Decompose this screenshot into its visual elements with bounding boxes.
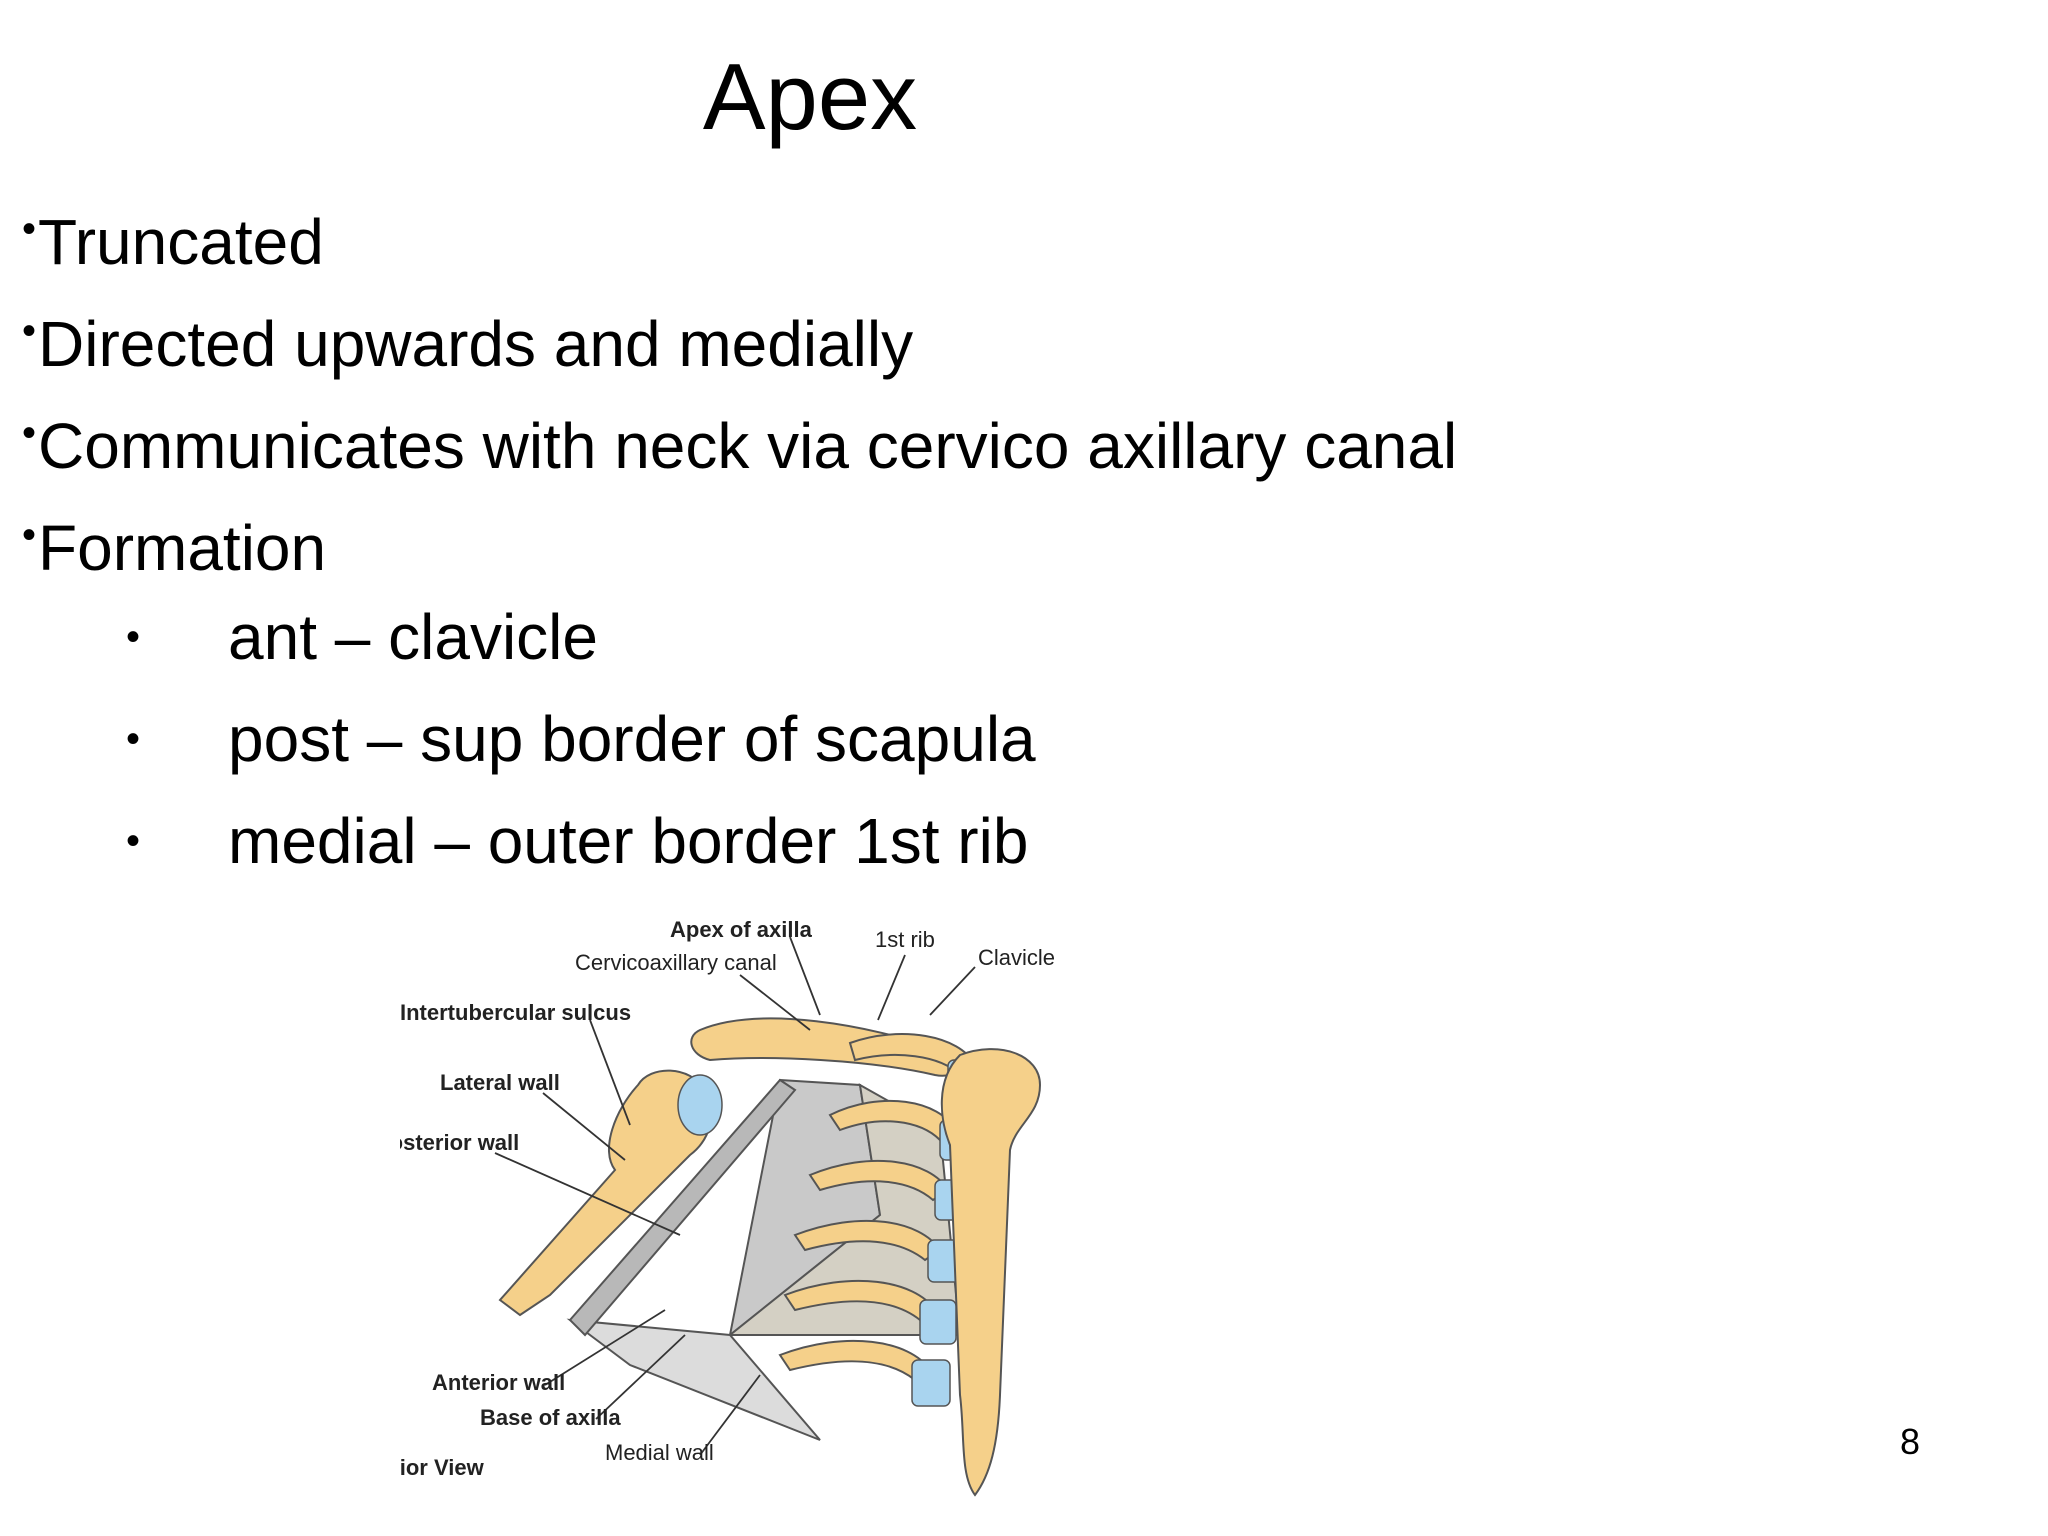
bullet-list: •Truncated •Directed upwards and mediall… bbox=[22, 178, 1457, 892]
leader-line bbox=[589, 1019, 631, 1126]
label-medial-wall: Medial wall bbox=[605, 1440, 714, 1465]
leader-line bbox=[739, 974, 811, 1031]
leader-line bbox=[542, 1092, 626, 1161]
label-base-of-axilla: Base of axilla bbox=[480, 1405, 621, 1430]
sub-bullet-text: post – sup border of scapula bbox=[228, 703, 1036, 775]
leader-line bbox=[595, 1334, 686, 1420]
costal-cartilage bbox=[919, 1299, 957, 1345]
figure-caption: B. Anterior View bbox=[400, 1455, 485, 1480]
bullet-item: •Communicates with neck via cervico axil… bbox=[22, 382, 1457, 484]
label-anterior-wall: Anterior wall bbox=[432, 1370, 565, 1395]
label-apex-of-axilla: Apex of axilla bbox=[670, 917, 813, 942]
bullet-text: Communicates with neck via cervico axill… bbox=[38, 410, 1458, 482]
leader-line bbox=[929, 966, 976, 1016]
anterior-wall-shape bbox=[568, 1078, 797, 1337]
base-of-axilla-shape bbox=[566, 1318, 821, 1441]
bullet-marker: • bbox=[22, 207, 37, 251]
sternum-bone bbox=[940, 1048, 1042, 1497]
bullet-marker: • bbox=[22, 513, 37, 557]
sub-bullet-marker: • bbox=[126, 717, 141, 761]
axilla-anatomy-figure: Apex of axilla 1st rib Clavicle Cervicoa… bbox=[400, 917, 1055, 1497]
bullet-item: •Formation bbox=[22, 484, 1457, 586]
sub-bullet-marker: • bbox=[126, 615, 141, 659]
humerus-bone bbox=[498, 1069, 713, 1317]
leader-line bbox=[789, 936, 821, 1016]
bullet-marker: • bbox=[22, 309, 37, 353]
page-number: 8 bbox=[1900, 1421, 1921, 1462]
label-posterior-wall: Posterior wall bbox=[400, 1130, 519, 1155]
rib bbox=[778, 1339, 932, 1382]
sub-bullet-item: • post – sup border of scapula bbox=[22, 688, 1457, 790]
label-intertubercular-sulcus: Intertubercular sulcus bbox=[400, 1000, 631, 1025]
sub-bullet-item: • medial – outer border 1st rib bbox=[22, 790, 1457, 892]
clavicle-bone bbox=[690, 1017, 958, 1077]
bullet-text: Formation bbox=[38, 512, 327, 584]
label-cervicoaxillary-canal: Cervicoaxillary canal bbox=[575, 950, 777, 975]
leader-line bbox=[699, 1374, 761, 1456]
bullet-text: Truncated bbox=[38, 206, 324, 278]
label-first-rib: 1st rib bbox=[875, 927, 935, 952]
leader-line bbox=[494, 1152, 681, 1236]
bullet-text: Directed upwards and medially bbox=[38, 308, 914, 380]
bullet-marker: • bbox=[22, 411, 37, 455]
label-lateral-wall: Lateral wall bbox=[440, 1070, 560, 1095]
slide-title: Apex bbox=[702, 44, 918, 149]
leader-line bbox=[544, 1309, 666, 1386]
sub-bullet-text: ant – clavicle bbox=[228, 601, 598, 673]
bullet-item: •Truncated bbox=[22, 178, 1457, 280]
sub-bullet-marker: • bbox=[126, 819, 141, 863]
leader-line bbox=[877, 954, 906, 1021]
label-clavicle: Clavicle bbox=[978, 945, 1055, 970]
label-leader-lines bbox=[494, 936, 976, 1456]
bullet-item: •Directed upwards and medially bbox=[22, 280, 1457, 382]
sub-bullet-item: • ant – clavicle bbox=[22, 586, 1457, 688]
humeral-head-cartilage bbox=[677, 1074, 723, 1136]
costal-cartilage bbox=[911, 1359, 951, 1407]
sub-bullet-text: medial – outer border 1st rib bbox=[228, 805, 1029, 877]
